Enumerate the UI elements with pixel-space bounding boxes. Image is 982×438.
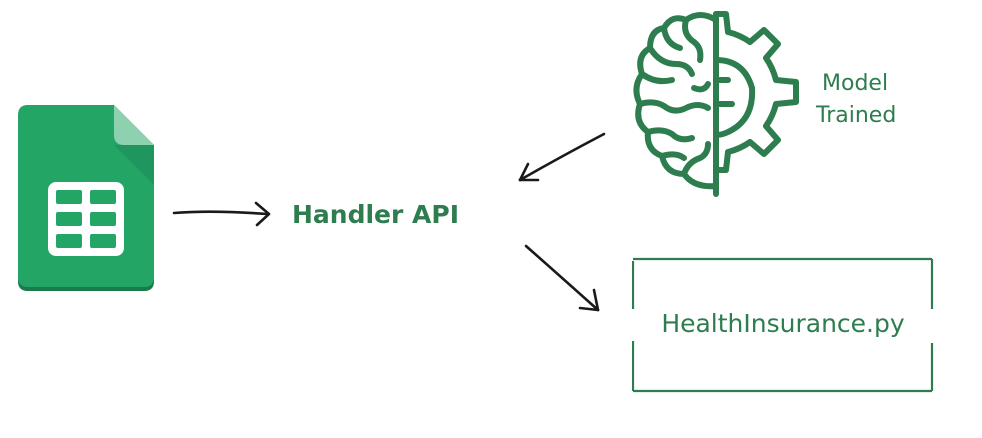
- arrow-sheets-to-handler: [172, 201, 271, 227]
- arrow-model-to-handler: [518, 132, 606, 182]
- script-node-border: [632, 257, 934, 393]
- brain-gear-icon: [633, 11, 799, 197]
- model-label-line2: Trained: [816, 103, 897, 128]
- model-trained-label: Model Trained: [816, 68, 896, 132]
- model-label-line1: Model: [822, 71, 889, 96]
- script-label: HealthInsurance.py: [661, 309, 905, 338]
- spreadsheet-icon: [18, 105, 154, 291]
- arrow-handler-to-script: [524, 244, 600, 312]
- handler-api-label: Handler API: [292, 200, 460, 229]
- script-node: HealthInsurance.py: [632, 257, 934, 393]
